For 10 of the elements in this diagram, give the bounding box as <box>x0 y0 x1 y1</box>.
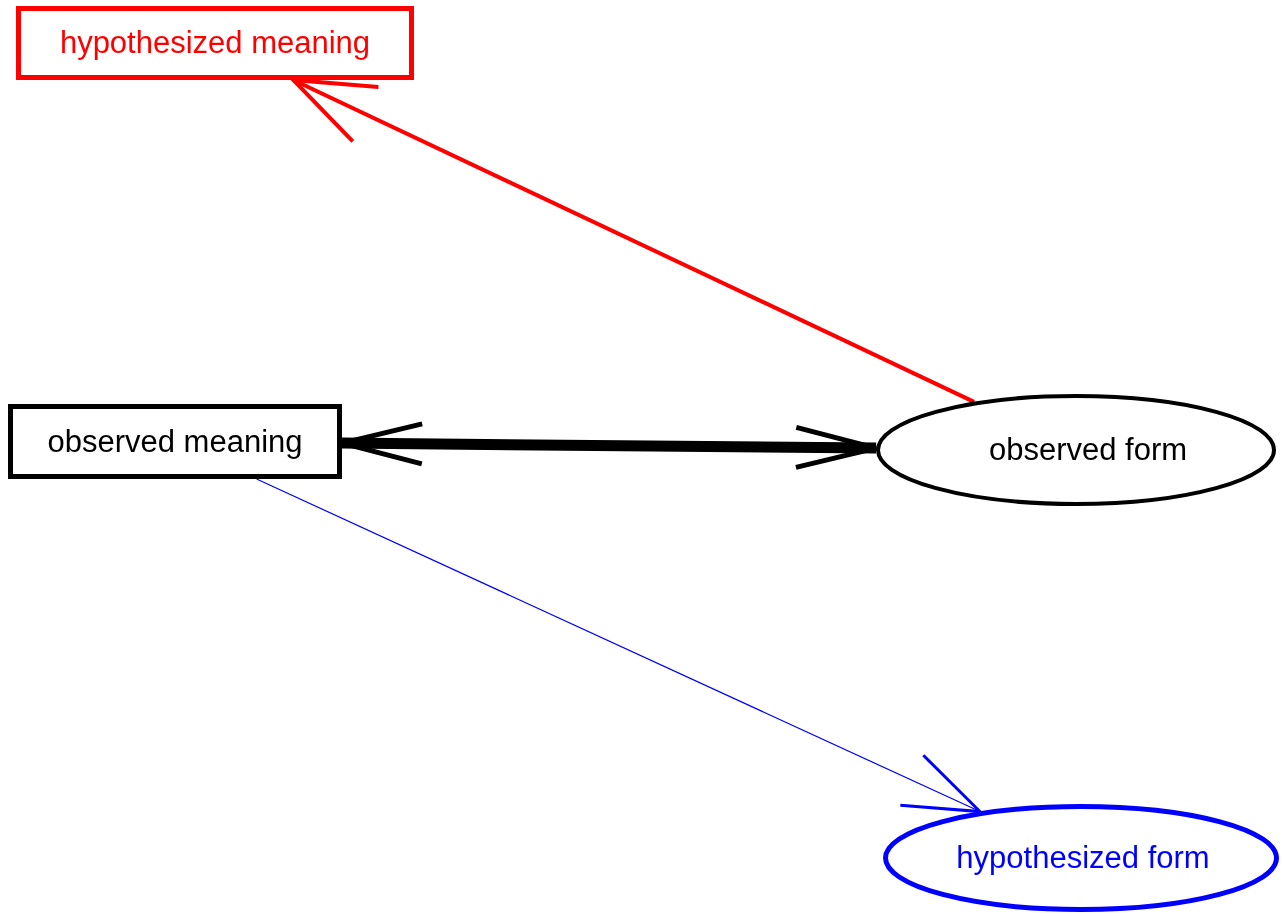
node-label: observed form <box>988 432 1188 468</box>
node-label: observed meaning <box>47 423 303 460</box>
text-ellipse <box>876 394 1276 506</box>
text-box <box>8 404 342 479</box>
text-ellipse <box>883 804 1279 912</box>
node-label: hypothesized form <box>956 840 1210 876</box>
arrow <box>291 78 975 404</box>
node-label: hypothesized meaning <box>59 25 371 61</box>
arrow <box>255 478 982 814</box>
text-box <box>16 6 414 80</box>
